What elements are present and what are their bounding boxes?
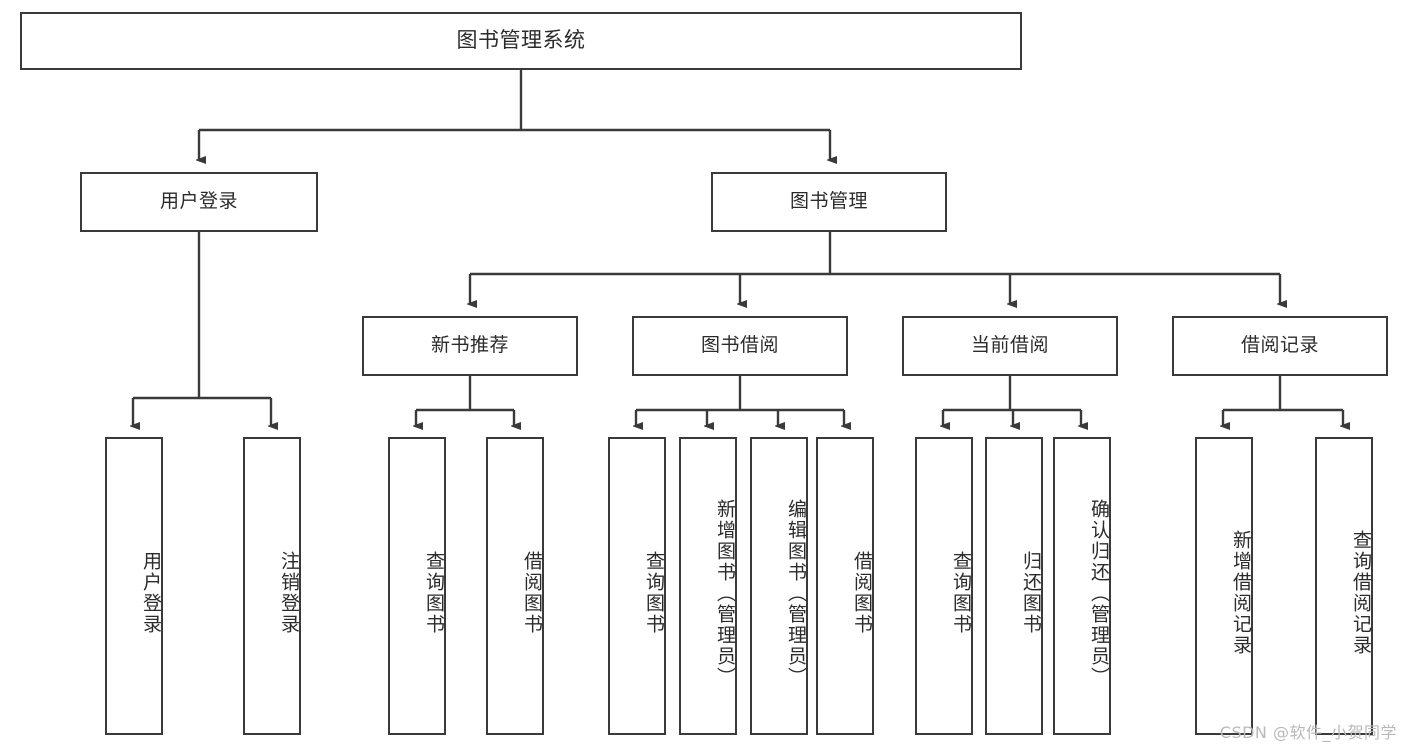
node-current-borrowing[interactable]: 当前借阅 — [902, 316, 1118, 376]
node-label: 用户登录 — [140, 551, 162, 635]
leaf-user-login[interactable]: 用户登录 — [105, 437, 163, 735]
node-label: 借阅图书 — [851, 551, 873, 635]
node-book-borrowing[interactable]: 图书借阅 — [632, 316, 848, 376]
node-label: 用户登录 — [159, 190, 238, 213]
leaf-borrow-book[interactable]: 借阅图书 — [816, 437, 874, 735]
node-new-book-recommendation[interactable]: 新书推荐 — [362, 316, 578, 376]
node-label: 图书借阅 — [700, 334, 779, 357]
leaf-query-book-recommend[interactable]: 查询图书 — [388, 437, 446, 735]
node-label: 编辑图书（管理员） — [785, 498, 807, 688]
node-label: 新增借阅记录 — [1230, 530, 1252, 656]
node-label: 注销登录 — [278, 551, 300, 635]
node-label: 借阅记录 — [1240, 334, 1319, 357]
leaf-borrow-book-recommend[interactable]: 借阅图书 — [486, 437, 544, 735]
node-label: 查询图书 — [423, 551, 445, 635]
node-user-login[interactable]: 用户登录 — [80, 172, 318, 232]
leaf-add-borrowing-record[interactable]: 新增借阅记录 — [1195, 437, 1253, 735]
node-label: 查询图书 — [643, 551, 665, 635]
leaf-return-book[interactable]: 归还图书 — [985, 437, 1043, 735]
node-label: 新增图书（管理员） — [714, 498, 736, 688]
node-label: 查询借阅记录 — [1350, 530, 1372, 656]
node-label: 借阅图书 — [521, 551, 543, 635]
leaf-edit-book-admin[interactable]: 编辑图书（管理员） — [750, 437, 808, 735]
node-label: 新书推荐 — [430, 334, 509, 357]
node-borrowing-records[interactable]: 借阅记录 — [1172, 316, 1388, 376]
node-label: 确认归还（管理员） — [1088, 498, 1110, 688]
leaf-add-book-admin[interactable]: 新增图书（管理员） — [679, 437, 737, 735]
node-label: 归还图书 — [1020, 551, 1042, 635]
node-label: 图书管理系统 — [456, 28, 586, 53]
node-label: 图书管理 — [789, 190, 868, 213]
leaf-query-borrowing-record[interactable]: 查询借阅记录 — [1315, 437, 1373, 735]
leaf-query-book-borrowing[interactable]: 查询图书 — [608, 437, 666, 735]
leaf-query-book-current[interactable]: 查询图书 — [915, 437, 973, 735]
node-root-book-management-system[interactable]: 图书管理系统 — [20, 12, 1022, 70]
leaf-confirm-return-admin[interactable]: 确认归还（管理员） — [1053, 437, 1111, 735]
leaf-logout[interactable]: 注销登录 — [243, 437, 301, 735]
node-label: 查询图书 — [950, 551, 972, 635]
node-book-management[interactable]: 图书管理 — [711, 172, 947, 232]
node-label: 当前借阅 — [970, 334, 1049, 357]
